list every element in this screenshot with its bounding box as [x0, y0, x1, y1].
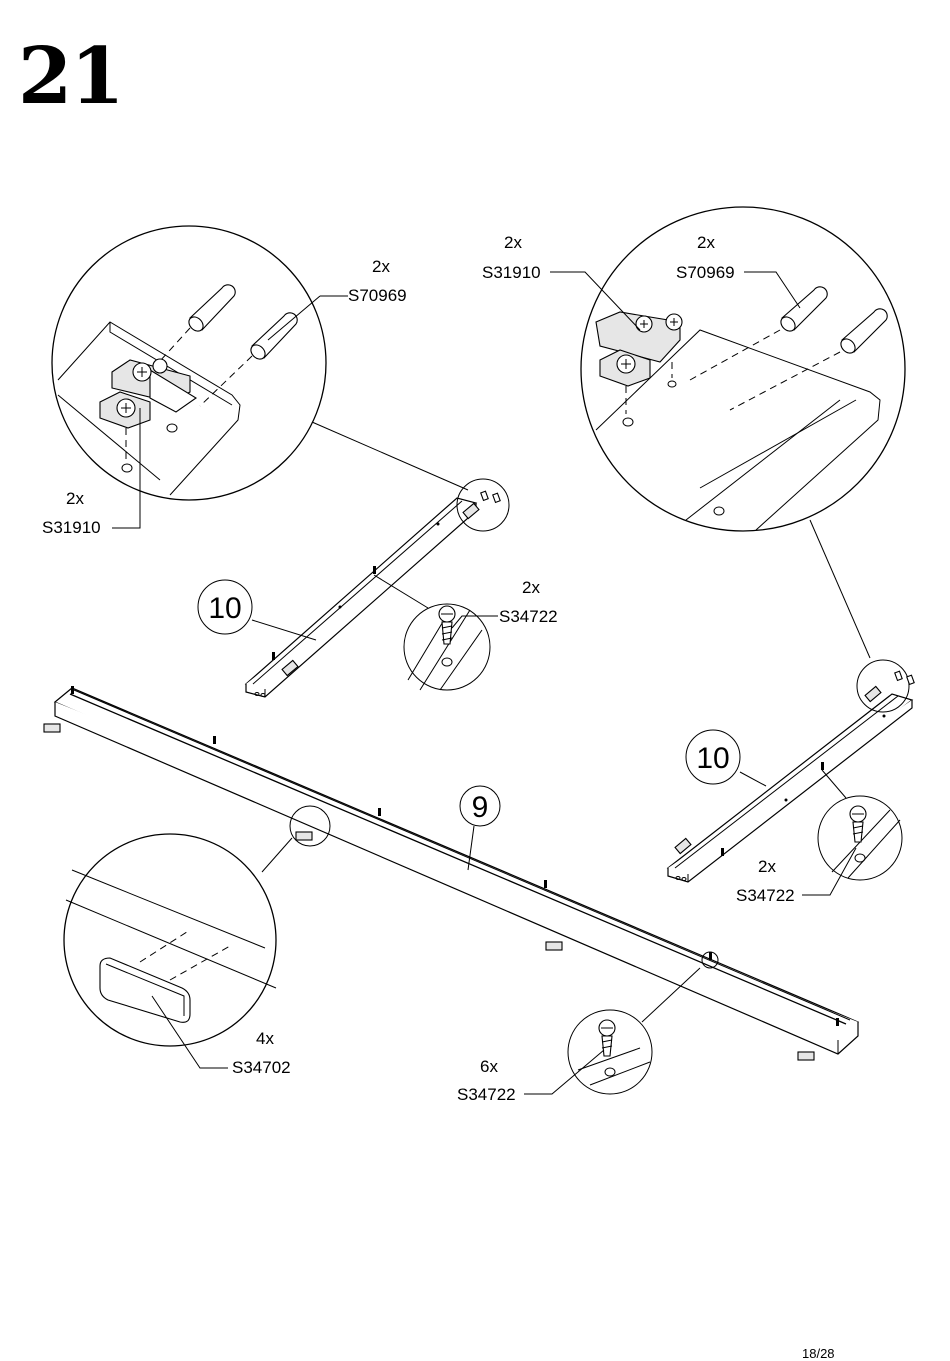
part-label-9: 9 [459, 785, 501, 871]
callout-qty: 2x [697, 233, 715, 252]
callout-code: S34722 [499, 607, 558, 626]
callout-qty: 2x [66, 489, 84, 508]
callout-code: S34722 [736, 886, 795, 905]
part-number: 10 [696, 742, 729, 775]
detail-circle-foot [63, 805, 331, 1047]
callout-code: S34722 [457, 1085, 516, 1104]
dowel-icon [840, 308, 888, 354]
callout-code: S31910 [42, 518, 101, 537]
board-10-left [244, 497, 480, 698]
callout-qty: 2x [372, 257, 390, 276]
cam-bolt-icon [438, 605, 456, 645]
step-number: 21 [18, 31, 125, 122]
detail-circle-cam-bolt-bottom [567, 951, 719, 1095]
detail-circle-top-left [51, 225, 469, 501]
glide-foot-icon [99, 957, 191, 1023]
dowel-icon [780, 286, 828, 332]
callout-code: S70969 [348, 286, 407, 305]
board-9 [43, 686, 860, 1061]
cam-bolt-icon [598, 1019, 616, 1057]
dowel-icon [250, 312, 298, 360]
callout-qty: 6x [480, 1057, 498, 1076]
part-label-10-right: 10 [685, 729, 767, 787]
callout-code: S70969 [676, 263, 735, 282]
dowel-icon [188, 284, 236, 332]
connector-fitting-icon [595, 311, 683, 387]
detail-circle-top-right [580, 206, 906, 659]
callout-qty: 2x [522, 578, 540, 597]
connector-fitting-icon [99, 358, 198, 429]
detail-circle-cam-bolt-right [817, 769, 903, 881]
part-label-10-left: 10 [197, 579, 317, 641]
callout-qty: 4x [256, 1029, 274, 1048]
detail-circle-cam-bolt-mid [373, 574, 491, 691]
cam-bolt-icon [849, 805, 867, 843]
callout-code: S31910 [482, 263, 541, 282]
callout-qty: 2x [758, 857, 776, 876]
page-number: 18/28 [802, 1346, 835, 1361]
callout-qty: 2x [504, 233, 522, 252]
part-number: 9 [472, 791, 489, 824]
callout-code: S34702 [232, 1058, 291, 1077]
board-10-right [666, 685, 914, 883]
part-number: 10 [208, 592, 241, 625]
